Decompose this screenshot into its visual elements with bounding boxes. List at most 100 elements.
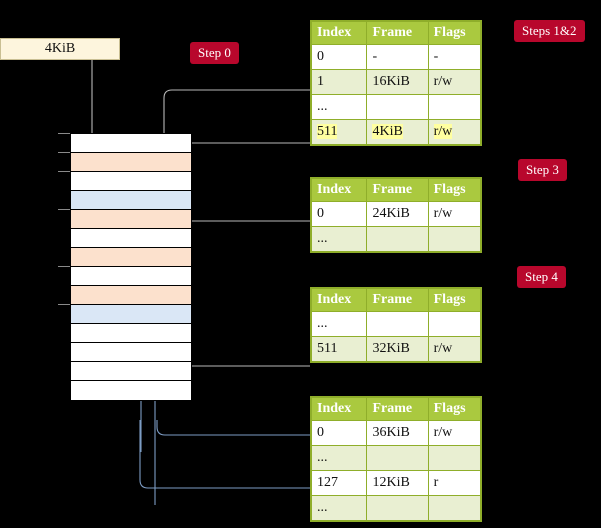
table-cell: ... (310, 226, 368, 252)
memory-tick (58, 266, 70, 267)
badge-step-0: Step 0 (190, 42, 239, 64)
column-header-flags: Flags (427, 21, 482, 45)
cell-value: - (433, 49, 439, 64)
table-row: 511 32KiB r/w (310, 336, 482, 362)
memory-frame-row (71, 172, 191, 191)
memory-tick (58, 304, 70, 305)
table-cell: 4KiB (366, 119, 429, 145)
memory-frame-row (71, 134, 191, 153)
cell-value: ... (317, 450, 328, 465)
table-row: 127 12KiB r (310, 470, 482, 496)
cell-value: - (372, 49, 378, 64)
wire-step3 (175, 220, 310, 230)
memory-frame-row (71, 210, 191, 229)
cell-value: r/w (433, 206, 453, 221)
memory-tick (58, 152, 70, 153)
cell-value: r/w (433, 74, 453, 89)
badge-steps-1-2: Steps 1&2 (514, 20, 585, 42)
cell-value: 24KiB (372, 206, 410, 221)
table-cell: r/w (427, 119, 482, 145)
cell-value: 1 (317, 74, 324, 89)
table-cell (366, 495, 429, 521)
table-cell: ... (310, 311, 368, 337)
table-cell: 12KiB (366, 470, 429, 496)
cell-value: 127 (317, 475, 338, 490)
wire-result-b-tail (139, 420, 310, 489)
cell-value: r/w (433, 425, 453, 440)
memory-frame-row (71, 305, 191, 324)
memory-frame-row (71, 229, 191, 248)
table-cell (427, 94, 482, 120)
table-cell: 127 (310, 470, 368, 496)
column-header-frame: Frame (366, 21, 429, 45)
source-page-label: 4KiB (44, 41, 76, 56)
cell-value: 511 (317, 124, 338, 139)
cell-value: r (433, 475, 439, 490)
memory-tick (58, 171, 70, 172)
badge-step-4: Step 4 (517, 266, 566, 288)
table-cell (366, 445, 429, 471)
cell-value: r/w (433, 124, 453, 139)
table-cell (366, 311, 429, 337)
table-cell: 16KiB (366, 69, 429, 95)
column-header-frame: Frame (366, 397, 429, 421)
table-cell: 32KiB (366, 336, 429, 362)
column-header-frame: Frame (366, 178, 429, 202)
cell-value: r/w (433, 341, 453, 356)
memory-frame-row (71, 362, 191, 381)
table-cell: ... (310, 495, 368, 521)
table-cell: 0 (310, 420, 368, 446)
memory-frame-row (71, 343, 191, 362)
memory-tick (58, 133, 70, 134)
column-header-index: Index (310, 288, 368, 312)
table-cell: 36KiB (366, 420, 429, 446)
cell-value: 511 (317, 341, 338, 356)
memory-frame-row (71, 324, 191, 343)
wire-step4 (175, 318, 310, 367)
memory-frame-row (71, 286, 191, 305)
column-header-frame: Frame (366, 288, 429, 312)
table-cell (427, 495, 482, 521)
memory-frame-row (71, 248, 191, 267)
table-row: ... (310, 94, 482, 120)
table-cell: 0 (310, 201, 368, 227)
column-header-flags: Flags (427, 178, 482, 202)
table-row: ... (310, 495, 482, 521)
wire-step3-seg (181, 220, 310, 230)
badge-step-3: Step 3 (518, 159, 567, 181)
column-header-flags: Flags (427, 288, 482, 312)
table-cell: 24KiB (366, 201, 429, 227)
table-cell: 511 (310, 336, 368, 362)
table-row: ... (310, 311, 482, 337)
table-row: 0 24KiB r/w (310, 201, 482, 227)
cell-value: 12KiB (372, 475, 410, 490)
column-header-index: Index (310, 178, 368, 202)
table-cell: 511 (310, 119, 368, 145)
table-row: 0 - - (310, 44, 482, 70)
table-cell (427, 226, 482, 252)
table-cell: r/w (427, 420, 482, 446)
table-cell: 0 (310, 44, 368, 70)
memory-frame-row (71, 153, 191, 172)
table-cell: - (366, 44, 429, 70)
table-row: 1 16KiB r/w (310, 69, 482, 95)
table-cell: r/w (427, 201, 482, 227)
memory-frame-row (71, 381, 191, 400)
column-header-index: Index (310, 21, 368, 45)
wire-steps12-b (171, 142, 310, 192)
table-cell (427, 311, 482, 337)
cell-value: 0 (317, 49, 324, 64)
table-cell (366, 94, 429, 120)
source-page-box: 4KiB (0, 38, 120, 60)
table-cell: ... (310, 445, 368, 471)
table-cell: - (427, 44, 482, 70)
column-header-flags: Flags (427, 397, 482, 421)
table-row: ... (310, 445, 482, 471)
table-row: 511 4KiB r/w (310, 119, 482, 145)
